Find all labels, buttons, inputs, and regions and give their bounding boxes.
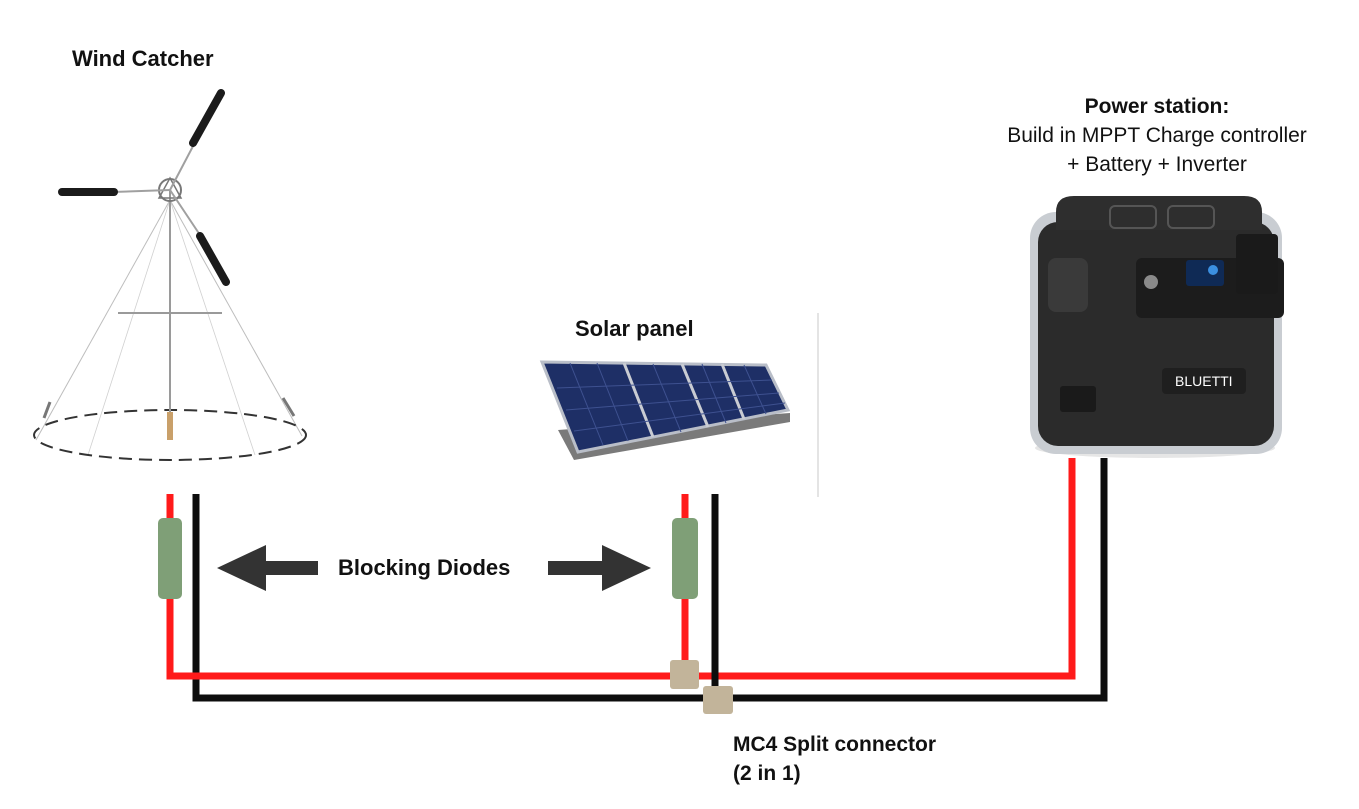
blocking-diode-wind: [158, 518, 182, 599]
power-station-illustration: BLUETTI: [1030, 196, 1284, 458]
solar-panel-illustration: [539, 360, 791, 460]
wind-catcher-title: Wind Catcher: [72, 46, 214, 71]
blocking-diode-solar: [672, 518, 698, 599]
turbine-blade: [196, 232, 230, 286]
mc4-connector-negative: [703, 686, 733, 714]
power-station-line1: Build in MPPT Charge controller: [1007, 124, 1307, 147]
left-arrow-icon: [217, 545, 318, 591]
mc4-connector-line2: (2 in 1): [733, 762, 801, 785]
blocking-diodes-label: Blocking Diodes: [338, 555, 511, 580]
negative-wiring: [192, 458, 1108, 702]
power-station-caption: Power station: Build in MPPT Charge cont…: [962, 92, 1352, 179]
right-arrow-icon: [548, 545, 651, 591]
brand-logo-text: BLUETTI: [1175, 373, 1233, 389]
mc4-connector-positive: [670, 660, 699, 689]
solar-panel-title: Solar panel: [575, 316, 694, 341]
mc4-connector-line1: MC4 Split connector: [733, 733, 937, 756]
mc4-connector-caption: MC4 Split connector (2 in 1): [733, 730, 936, 788]
power-station-title: Power station:: [1084, 95, 1230, 118]
wind-turbine-illustration: [33, 89, 307, 461]
power-station-line2: + Battery + Inverter: [1067, 153, 1247, 176]
turbine-blade: [189, 89, 225, 147]
wind-negative-wire: [192, 458, 1108, 702]
